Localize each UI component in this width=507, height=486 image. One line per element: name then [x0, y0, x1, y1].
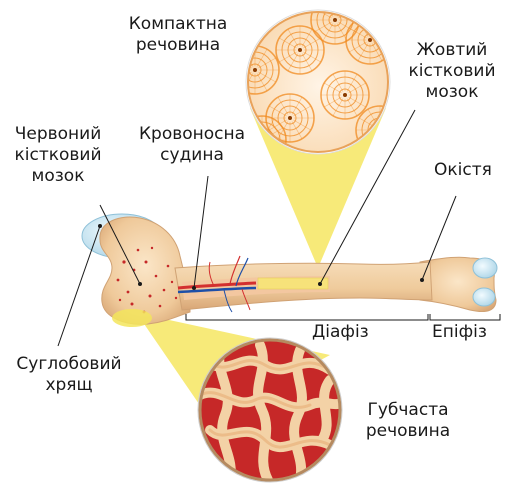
label-epiphysis: Епіфіз — [432, 322, 487, 343]
label-yellow-marrow: Жовтий кістковий мозок — [400, 40, 504, 103]
distal-cartilage-top — [473, 258, 497, 278]
label-spongy-substance: Губчаста речовина — [350, 400, 466, 442]
spongy-highlight — [112, 309, 152, 327]
region-brackets — [186, 314, 500, 320]
label-articular-cartilage: Суглобовий хрящ — [4, 354, 134, 396]
yellow-marrow-strip — [258, 278, 328, 289]
label-blood-vessel: Кровоносна судина — [126, 124, 258, 166]
label-diaphysis: Діафіз — [312, 322, 369, 343]
label-red-marrow: Червоний кістковий мозок — [2, 124, 114, 187]
distal-cartilage-bottom — [473, 288, 495, 306]
label-compact-substance: Компактна речовина — [120, 14, 236, 56]
label-periosteum: Окістя — [434, 160, 492, 181]
